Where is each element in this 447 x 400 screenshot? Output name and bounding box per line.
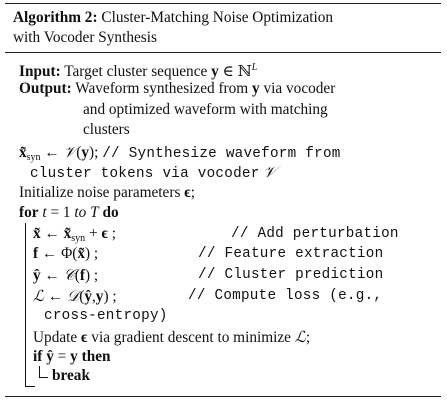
for-keyword: for (19, 204, 39, 221)
syn-subscript: syn (71, 233, 86, 244)
y-hat-symbol: ŷ (33, 267, 41, 284)
algorithm-title-part-1: Cluster-Matching Noise Optimization (101, 9, 334, 26)
loss-symbol: ℒ (33, 287, 45, 305)
for-line: for t = 1 to T do (19, 204, 119, 221)
loss-comment-2: cross-entropy) (44, 308, 168, 324)
cluster-comment: // Cluster prediction (198, 267, 384, 283)
epsilon-symbol: ϵ (184, 184, 191, 201)
then-keyword: then (81, 348, 111, 365)
distance-fn-symbol: 𝒟 (66, 287, 80, 305)
x-tilde-symbol: x̃ (33, 225, 41, 242)
to-keyword: to (74, 204, 87, 221)
y-symbol: y (81, 144, 90, 161)
arrow-symbol: ← (44, 225, 60, 242)
output-keyword: Output: (19, 80, 72, 97)
in-symbol: ∈ (222, 63, 234, 80)
loop-end: T (90, 204, 99, 221)
x-tilde-symbol: x̃ (63, 225, 72, 242)
output-line-3: clusters (83, 121, 130, 138)
output-text-1b: via vocoder (263, 80, 336, 97)
initialize-text: Initialize noise parameters (19, 184, 181, 201)
loop-body-bar-end (25, 386, 35, 388)
vocoder-symbol: 𝒱 (263, 163, 277, 181)
x-tilde-symbol: x̃ (77, 245, 86, 262)
algorithm-box: Algorithm 2: Cluster-Matching Noise Opti… (5, 3, 441, 397)
length-exponent: L (251, 62, 258, 73)
y-symbol: y (252, 80, 260, 97)
do-keyword: do (102, 204, 119, 221)
y-hat-symbol: ŷ (46, 348, 54, 365)
if-body-bar (39, 366, 41, 378)
update-line: Update ϵ via gradient descent to minimiz… (33, 328, 311, 346)
synthesis-comment-1: // Synthesize waveform from (102, 146, 341, 162)
arrow-symbol: ← (44, 267, 60, 284)
algorithm-title-line-1: Algorithm 2: Cluster-Matching Noise Opti… (13, 9, 333, 27)
f-symbol: f (33, 245, 39, 262)
loss-symbol: ℒ (294, 328, 306, 346)
initialize-line: Initialize noise parameters ϵ; (19, 184, 195, 201)
input-text: Target cluster sequence (64, 63, 208, 80)
f-symbol: f (79, 267, 85, 284)
x-tilde-symbol: x̃ (19, 144, 27, 161)
perturb-comment: // Add perturbation (231, 226, 399, 242)
update-text-b: via gradient descent to minimize (91, 329, 291, 346)
algorithm-title-line-2: with Vocoder Synthesis (13, 29, 157, 47)
feature-comment: // Feature extraction (198, 246, 384, 262)
algorithm-header: Algorithm 2: Cluster-Matching Noise Opti… (5, 4, 441, 53)
loss-line: ℒ ← 𝒟(ŷ,y) ; (33, 287, 117, 305)
output-text-1a: Waveform synthesized from (75, 80, 249, 97)
t-symbol: t (42, 204, 47, 221)
y-symbol: y (70, 348, 78, 365)
perturb-line: x̃ ← x̃syn + ϵ ; (33, 225, 116, 244)
y-hat-symbol: ŷ (84, 288, 92, 305)
if-body-bar-end (39, 377, 48, 379)
loop-start: 1 (62, 204, 71, 221)
algorithm-title-part-2: with Vocoder Synthesis (13, 29, 157, 46)
feature-line: f ← Φ(x̃) ; (33, 245, 99, 262)
update-text-a: Update (33, 329, 78, 346)
epsilon-symbol: ϵ (101, 225, 108, 242)
loss-comment-1: // Compute loss (e.g., (188, 288, 383, 304)
synthesis-comment-line-2: cluster tokens via vocoder 𝒱 (30, 163, 276, 183)
arrow-symbol: ← (47, 288, 64, 305)
arrow-symbol: ← (44, 144, 60, 161)
output-line-2: and optimized waveform with matching (83, 101, 328, 118)
cluster-fn-symbol: 𝒞 (63, 266, 75, 284)
y-symbol: y (211, 63, 219, 80)
cluster-line: ŷ ← 𝒞(f) ; (33, 266, 99, 284)
algorithm-label: Algorithm 2: (13, 9, 98, 26)
naturals-symbol: ℕ (237, 63, 252, 80)
input-line: Input: Target cluster sequence y ∈ ℕL (19, 59, 257, 81)
arrow-symbol: ← (41, 245, 58, 262)
y-symbol: y (95, 288, 104, 305)
input-keyword: Input: (19, 63, 61, 80)
if-keyword: if (33, 348, 43, 365)
vocoder-symbol: 𝒱 (63, 143, 77, 161)
epsilon-symbol: ϵ (81, 329, 88, 346)
break-keyword: break (52, 367, 90, 384)
if-line: if ŷ = y then (33, 348, 111, 365)
synthesis-comment-2: cluster tokens via vocoder (30, 166, 260, 182)
phi-symbol: Φ (61, 245, 73, 262)
syn-subscript: syn (26, 152, 41, 163)
synthesis-line: x̃syn ← 𝒱(y); // Synthesize waveform fro… (19, 143, 341, 163)
output-line-1: Output: Waveform synthesized from y via … (19, 80, 335, 98)
loop-body-bar (25, 223, 27, 387)
